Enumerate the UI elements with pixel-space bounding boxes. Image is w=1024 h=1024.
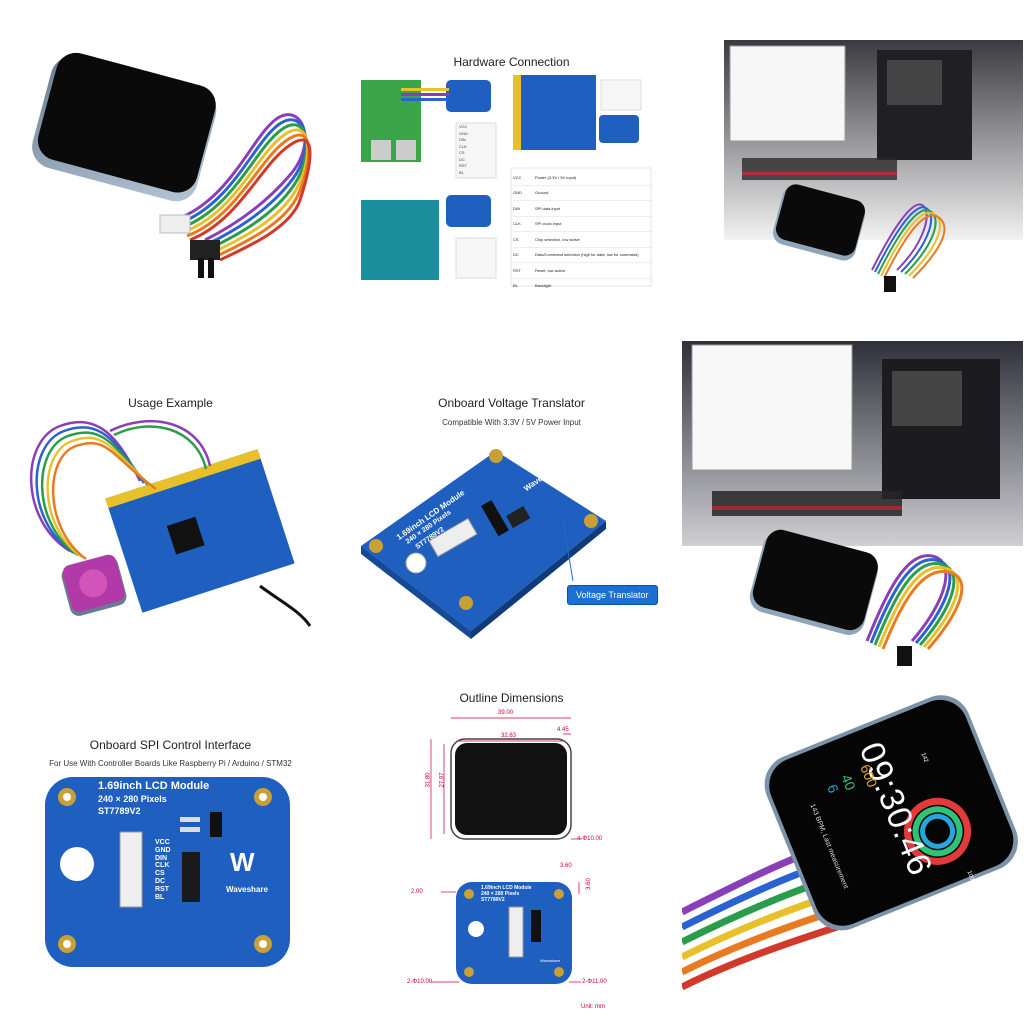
outline-silkscreen: 1.69inch LCD Module 240 × 280 Pixels ST7… [481, 885, 532, 903]
spi-pin-labels: VCC GND DIN CLK CS DC RST BL [155, 839, 171, 901]
dim-screen-height: 27.97 [439, 772, 446, 788]
dim-hole-top: 4-Φ10.00 [577, 836, 603, 842]
dim-total-height: 31.80 [425, 772, 432, 788]
voltage-translator-subtitle: Compatible With 3.3V / 5V Power Input [442, 418, 581, 427]
dim-left: 2.00 [411, 889, 423, 895]
voltage-translator-title: Onboard Voltage Translator [438, 396, 585, 410]
lcd-with-cable-image [32, 52, 312, 278]
usage-example-panel: Usage Example [0, 341, 341, 682]
outline-dimensions-panel: Outline Dimensions 39.00 32.63 4.45 [341, 682, 682, 1023]
voltage-translator-callout: Voltage Translator [567, 585, 658, 605]
dim-hole-left: 2-Φ10.00 [407, 979, 433, 985]
product-photo-1 [0, 0, 341, 341]
dim-side-a: 3.60 [560, 863, 572, 869]
waveshare-logo-icon: W [230, 847, 255, 877]
spi-board-image [45, 777, 290, 967]
dim-side-b: 3.60 [585, 878, 592, 890]
hardware-connection-title: Hardware Connection [453, 55, 570, 69]
voltage-translator-panel: Onboard Voltage Translator Compatible Wi… [341, 341, 682, 682]
outline-dimensions-drawing [430, 717, 581, 984]
outline-brand-label: Waveshare [540, 958, 561, 963]
rpi-pin-legend: VCC GND DIN CLK CS DC RST BL [459, 124, 468, 175]
pc-scene-image-2 [682, 341, 1023, 666]
spi-interface-subtitle: For Use With Controller Boards Like Rasp… [49, 759, 292, 768]
pc-scene-photo-2 [682, 341, 1023, 682]
spi-interface-title: Onboard SPI Control Interface [89, 738, 252, 752]
dim-screen-width: 32.63 [501, 733, 517, 739]
usage-example-title: Usage Example [128, 396, 213, 410]
dim-right-margin: 4.45 [557, 727, 569, 733]
outline-dimensions-title: Outline Dimensions [459, 691, 564, 705]
spi-brand-label: Waveshare [226, 885, 268, 894]
spi-silkscreen: 1.69inch LCD Module 240 × 280 Pixels ST7… [98, 780, 210, 816]
pc-scene-image [724, 40, 1023, 292]
watch-face-image [682, 695, 1018, 991]
watch-face-photo: 09:30:46 600 40 6 143 BPM, Last measurem… [682, 682, 1023, 1023]
spi-interface-panel: Onboard SPI Control Interface For Use Wi… [0, 682, 341, 1023]
hardware-connection-diagram [361, 75, 652, 287]
pc-scene-photo-1 [682, 0, 1023, 341]
dim-total-width: 39.00 [498, 710, 514, 716]
dim-hole-right: 2-Φ11.00 [582, 979, 607, 985]
unit-label: Unit: mm [581, 1004, 605, 1010]
voltage-translator-board-image [361, 449, 606, 639]
usage-example-image [30, 419, 312, 627]
